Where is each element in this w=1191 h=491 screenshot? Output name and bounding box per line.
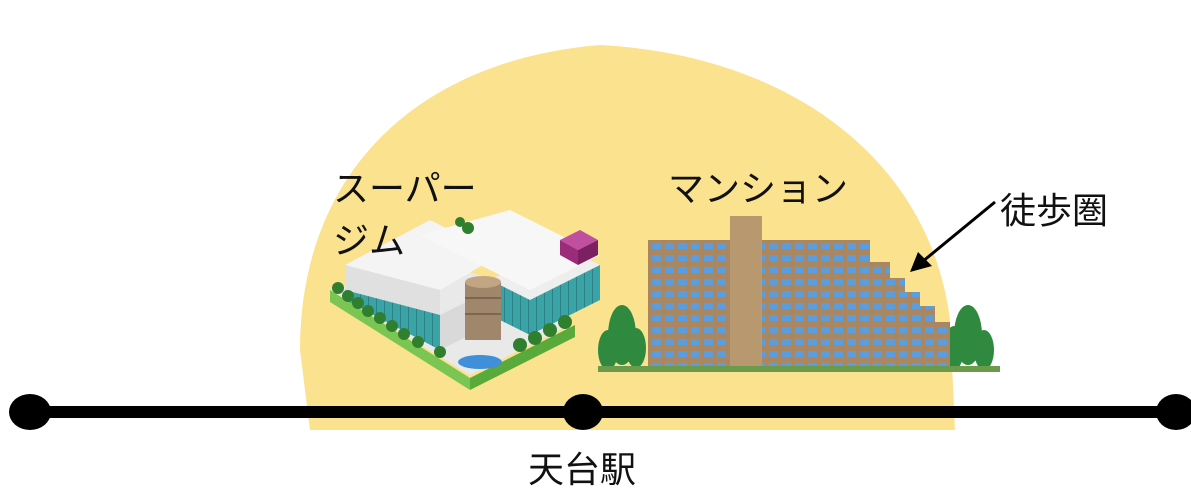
apartment-building-icon (598, 216, 1000, 372)
shopping-mall-building-icon (330, 210, 600, 390)
station-dot-icon (563, 394, 603, 430)
station-dot-icon (9, 394, 51, 430)
arrow-icon (910, 200, 996, 272)
label-supermarket: スーパー (333, 169, 477, 210)
label-mansion: マンション (668, 169, 849, 210)
label-gym: ジム (333, 221, 406, 262)
label-walking-area: 徒歩圏 (1000, 191, 1109, 232)
station-dot-icon (1156, 394, 1191, 430)
label-station: 天台駅 (528, 450, 637, 491)
